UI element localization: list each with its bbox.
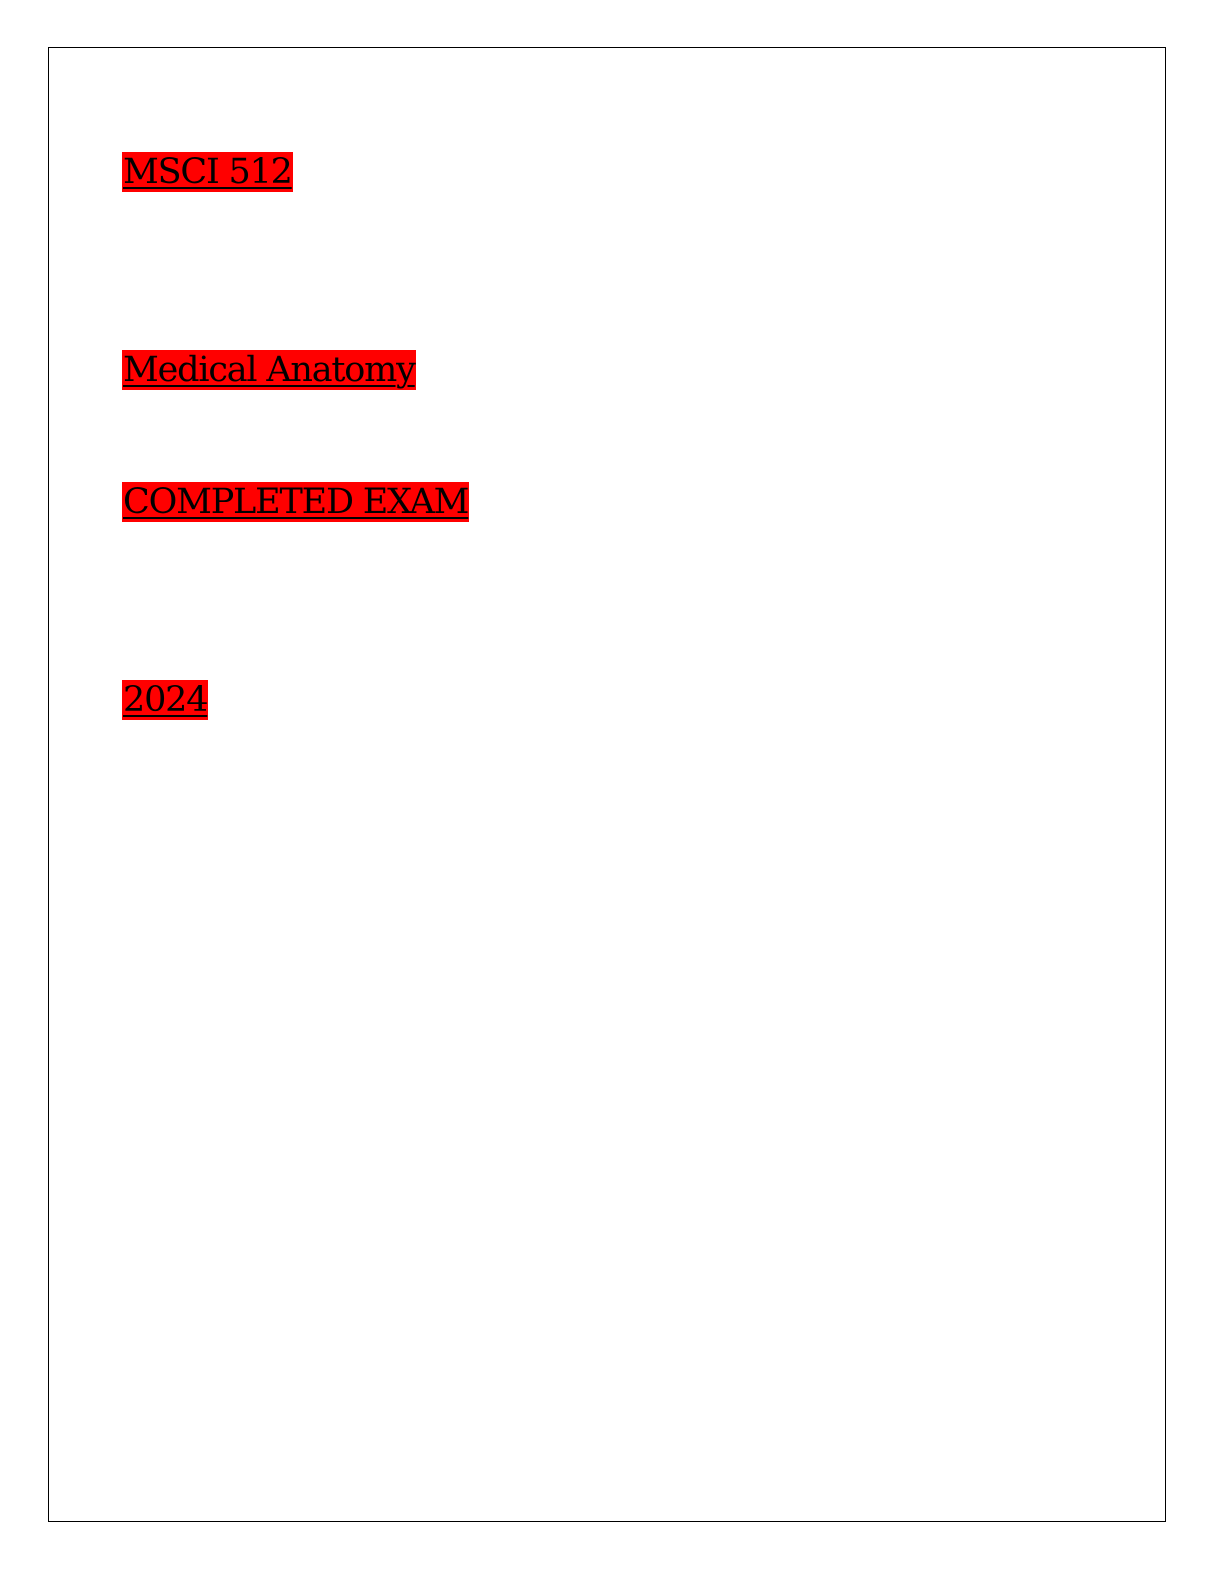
course-title-line: Medical Anatomy <box>122 346 416 394</box>
exam-status-line: COMPLETED EXAM <box>122 478 469 526</box>
year-line: 2024 <box>122 676 208 724</box>
exam-status: COMPLETED EXAM <box>122 482 469 522</box>
page-border <box>48 47 1166 1522</box>
course-code-line: MSCI 512 <box>122 148 293 196</box>
course-title: Medical Anatomy <box>122 350 416 390</box>
exam-year: 2024 <box>122 680 208 720</box>
course-code: MSCI 512 <box>122 152 293 192</box>
